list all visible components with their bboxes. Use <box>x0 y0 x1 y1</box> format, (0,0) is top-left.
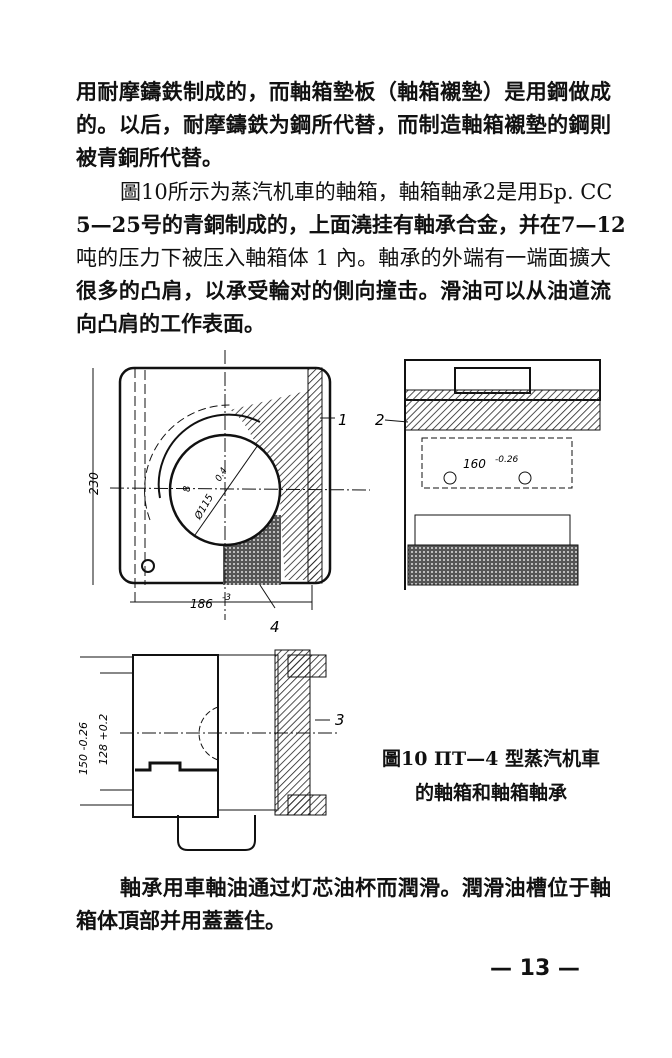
figure-caption: 圖10 ПТ—4 型蒸汽机車 的軸箱和軸箱軸承 <box>366 742 616 810</box>
figure-caption-line-1: 圖10 ПТ—4 型蒸汽机車 <box>382 748 600 770</box>
axle-box-side-section-drawing: 2 160 -0.26 <box>375 359 601 590</box>
dimension-186-tolerance: -3 <box>222 593 231 603</box>
part-label-3: 3 <box>335 711 345 729</box>
dimension-128: 128 +0.2 <box>97 714 110 765</box>
text-line: 箱体頂部并用蓋蓋住。 <box>76 908 286 933</box>
axle-box-plan-view-drawing: 3 150 -0.26 128 +0.2 <box>77 649 345 851</box>
page-number: — 13 — <box>490 956 580 981</box>
dimension-offset-8: 8 <box>182 486 193 492</box>
dimension-150: 150 -0.26 <box>77 722 90 775</box>
text-line: 很多的凸肩，以承受輪对的側向撞击。滑油可以从油道流 <box>76 278 611 303</box>
text-line: 向凸肩的工作表面。 <box>76 311 265 336</box>
text-line: 吨的压力下被压入軸箱体 1 內。軸承的外端有一端面擴大 <box>76 246 611 270</box>
text-line: 5—25号的青銅制成的，上面澆挂有軸承合金，并在7—12 <box>76 212 626 237</box>
dimension-160-tolerance: -0.26 <box>495 455 519 465</box>
part-label-4: 4 <box>270 618 280 636</box>
dimension-230: 230 <box>87 472 101 495</box>
text-line: 圖10所示为蒸汽机車的軸箱，軸箱軸承2是用Бр. СС <box>120 180 613 204</box>
part-label-2: 2 <box>375 411 385 429</box>
axle-box-front-view-drawing: 1 4 186 -3 230 Ø115 0.4 8 <box>87 350 370 636</box>
text-line: 的。以后，耐摩鑄鉄为鋼所代替，而制造軸箱襯墊的鋼則 <box>76 112 611 137</box>
text-line: 用耐摩鑄鉄制成的，而軸箱墊板（軸箱襯墊）是用鋼做成 <box>76 79 611 104</box>
text-line: 軸承用車軸油通过灯芯油杯而潤滑。潤滑油槽位于軸 <box>120 875 611 900</box>
dimension-186: 186 <box>190 597 213 611</box>
figure-caption-line-2: 的軸箱和軸箱軸承 <box>414 782 567 804</box>
text-line: 被青銅所代替。 <box>76 145 223 170</box>
dimension-160: 160 <box>463 457 486 471</box>
part-label-1: 1 <box>338 411 348 429</box>
